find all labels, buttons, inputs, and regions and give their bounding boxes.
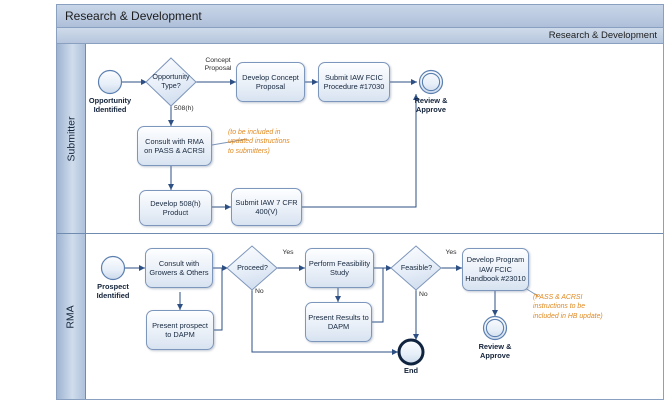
event-review-approve-submitter-label: Review & Approve [414,96,448,115]
event-review-approve-rma-label: Review & Approve [478,342,512,361]
pool-title: Research & Development [57,5,663,28]
task-present-results-to-dapm[interactable]: Present Results to DAPM [305,302,372,342]
edge-label-proceed-no: No [255,288,271,297]
task-perform-feasibility-study[interactable]: Perform Feasibility Study [305,248,374,288]
lane-label-submitter: Submitter [57,44,86,234]
edge-label-feasible-yes: Yes [442,249,460,258]
lane-label-rma-text: RMA [65,304,77,329]
gateway-feasible-label: Feasible? [400,262,433,272]
pool-title-text: Research & Development [65,9,202,23]
gateway-proceed-label: Proceed? [237,262,268,272]
task-develop-508h-product[interactable]: Develop 508(h) Product [139,190,212,226]
pool-subtitle-text: Research & Development [548,30,657,41]
edge-label-508h: 508(h) [174,105,204,114]
pool-subtitle-bar: Research & Development [57,28,663,44]
event-prospect-identified-label: Prospect Identified [96,282,130,301]
annotation-submitter-note: (to be included in updated instructions … [228,129,290,155]
lane-label-submitter-text: Submitter [65,116,77,161]
task-develop-concept-proposal[interactable]: Develop Concept Proposal [236,62,305,102]
event-opportunity-identified-label: Opportunity Identified [88,96,132,115]
edge-label-proceed-yes: Yes [279,249,297,258]
task-consult-with-rma[interactable]: Consult with RMA on PASS & ACRSI [137,126,212,166]
task-develop-program-iaw-fcic[interactable]: Develop Program IAW FCIC Handbook #23010 [462,248,529,291]
annotation-rma-note: (PASS & ACRSI instructions to be include… [533,294,603,320]
edge-label-concept-proposal: Concept Proposal [199,57,237,74]
gateway-opportunity-type-label: Opportunity Type? [152,72,190,90]
task-consult-with-growers[interactable]: Consult with Growers & Others [145,248,213,288]
task-present-prospect-to-dapm[interactable]: Present prospect to DAPM [146,310,214,350]
event-end-label: End [404,366,418,375]
task-submit-iaw-7-cfr[interactable]: Submit IAW 7 CFR 400(V) [231,188,302,226]
task-submit-iaw-fcic-procedure[interactable]: Submit IAW FCIC Procedure #17030 [318,62,390,102]
edge-label-feasible-no: No [419,291,435,300]
lane-label-rma: RMA [57,234,86,399]
